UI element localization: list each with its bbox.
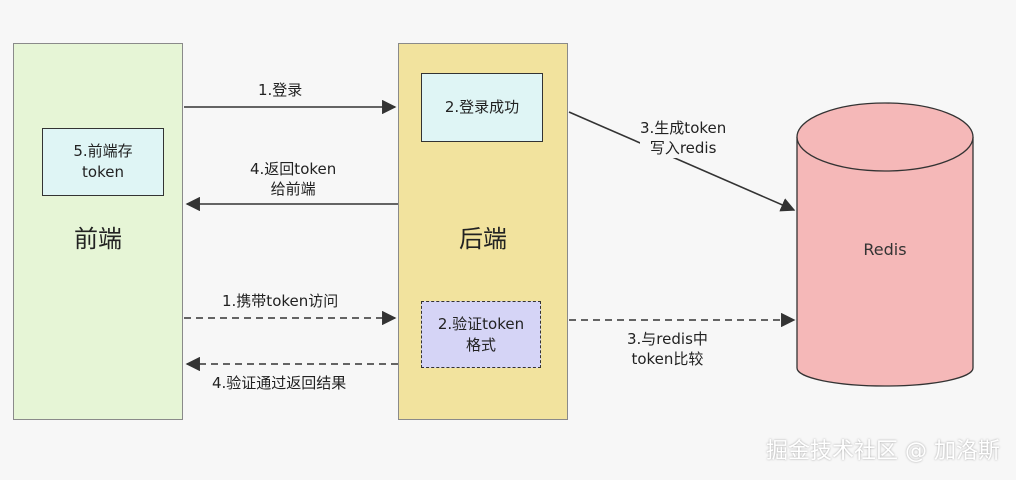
edge-label-generate-token: 3.生成token 写入redis — [640, 118, 727, 158]
edge-label-login: 1.登录 — [258, 80, 303, 100]
redis-label: Redis — [863, 240, 907, 259]
login-success-box: 2.登录成功 — [421, 73, 543, 142]
watermark: 掘金技术社区 @ 加洛斯 — [766, 439, 1000, 464]
frontend-label: 前端 — [74, 225, 122, 253]
edge-label-verify-result: 4.验证通过返回结果 — [212, 373, 347, 393]
backend-label: 后端 — [459, 225, 507, 253]
arrow-generate-token — [568, 111, 796, 212]
redis-cylinder — [796, 102, 974, 387]
frontend-node: 前端 — [13, 43, 183, 420]
edge-label-compare-token: 3.与redis中 token比较 — [627, 329, 708, 369]
edge-label-carry-token: 1.携带token访问 — [222, 291, 339, 311]
store-token-box: 5.前端存 token — [42, 128, 164, 196]
edge-label-return-token: 4.返回token 给前端 — [250, 159, 337, 199]
verify-format-box: 2.验证token 格式 — [421, 301, 541, 368]
